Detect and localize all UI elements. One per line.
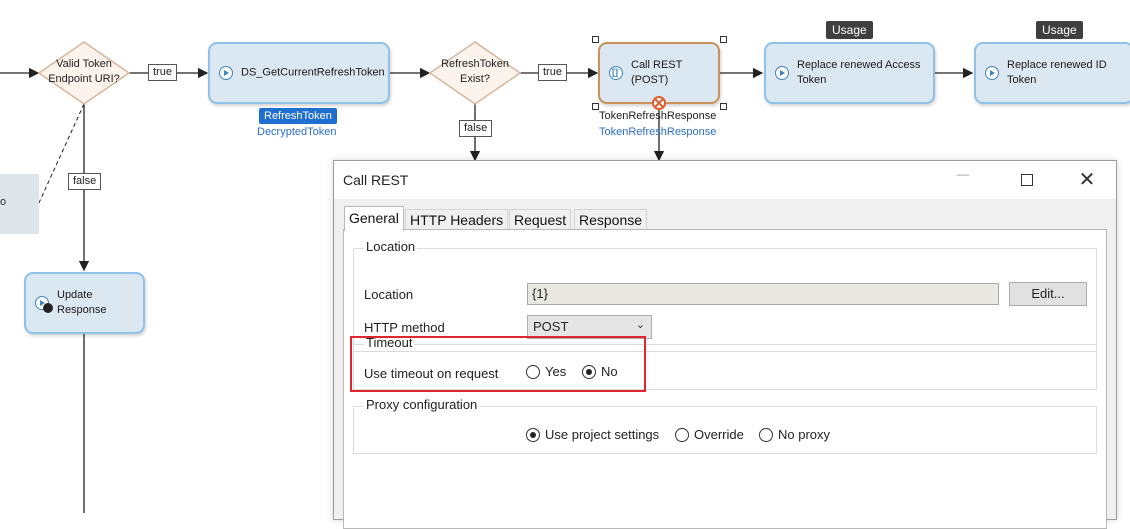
general-panel: Location Location {1} Edit... HTTP metho… xyxy=(343,229,1107,529)
http-method-select[interactable]: POST ⌄ xyxy=(527,315,652,339)
decision2-shape xyxy=(428,41,522,105)
play-icon xyxy=(219,66,233,80)
var-name-decrypted-token: DecryptedToken xyxy=(257,126,337,138)
radio-unchecked-icon xyxy=(526,365,540,379)
microflow-canvas[interactable]: Valid Token Endpoint URI? RefreshToken E… xyxy=(0,0,1130,513)
maximize-icon xyxy=(1021,174,1033,186)
timeout-highlight-box xyxy=(350,336,646,392)
proxy-group-title: Proxy configuration xyxy=(364,397,480,412)
usage-badge-id[interactable]: Usage xyxy=(1036,21,1083,39)
pencil-icon xyxy=(43,303,53,313)
location-field[interactable]: {1} xyxy=(527,283,999,305)
http-method-label: HTTP method xyxy=(364,320,445,335)
action-replace-renewed-access-token[interactable]: Replace renewed Access Token xyxy=(764,42,935,104)
radio-checked-icon xyxy=(582,365,596,379)
proxy-none-radio[interactable]: No proxy xyxy=(759,427,830,442)
edit-button[interactable]: Edit... xyxy=(1009,282,1087,306)
var-badge-refresh-token[interactable]: RefreshToken xyxy=(259,108,337,124)
annotation-link xyxy=(37,103,85,206)
tab-general[interactable]: General xyxy=(344,206,404,231)
edge-label-false-1[interactable]: false xyxy=(68,173,102,190)
resize-handle-bl[interactable] xyxy=(592,103,599,110)
rest-call-icon: [] xyxy=(609,66,623,80)
proxy-project-settings-radio[interactable]: Use project settings xyxy=(526,427,659,442)
chevron-down-icon: ⌄ xyxy=(635,319,645,331)
decision2-label[interactable]: RefreshToken Exist? xyxy=(441,58,509,85)
proxy-override-radio[interactable]: Override xyxy=(675,427,744,442)
resize-handle-br[interactable] xyxy=(720,103,727,110)
error-handler-icon[interactable] xyxy=(652,96,666,110)
call-rest-dialog: Call REST — ✕ General HTTP Headers Reque… xyxy=(333,160,1117,529)
action-ds-get-current-refresh-token[interactable]: DS_GetCurrentRefreshToken xyxy=(208,42,390,104)
radio-unchecked-icon xyxy=(675,428,689,442)
edge-label-false-2[interactable]: false xyxy=(459,120,493,137)
timeout-yes-radio[interactable]: Yes xyxy=(526,364,566,379)
radio-checked-icon xyxy=(526,428,540,442)
timeout-group: Timeout Use timeout on request Yes No xyxy=(353,335,1097,390)
edge-label-true-2[interactable]: true xyxy=(538,64,567,81)
action-call-rest-post[interactable]: [] Call REST (POST) xyxy=(598,42,720,104)
location-label: Location xyxy=(364,287,414,302)
resize-handle-tl[interactable] xyxy=(592,36,599,43)
location-group: Location Location {1} Edit... HTTP metho… xyxy=(353,239,1097,352)
timeout-group-title: Timeout xyxy=(364,335,415,350)
annotation-note[interactable]: o xyxy=(0,174,39,234)
play-icon xyxy=(775,66,789,80)
timeout-no-radio[interactable]: No xyxy=(582,364,618,379)
location-group-title: Location xyxy=(364,239,418,254)
resize-handle-tr[interactable] xyxy=(720,36,727,43)
tab-http-headers[interactable]: HTTP Headers xyxy=(405,209,509,230)
dialog-title: Call REST xyxy=(343,172,409,188)
action-replace-renewed-id-token[interactable]: Replace renewed ID Token xyxy=(974,42,1130,104)
decision1-shape xyxy=(37,41,131,105)
maximize-button[interactable] xyxy=(1012,170,1042,190)
http-method-value: POST xyxy=(533,319,569,334)
play-icon xyxy=(985,66,999,80)
timeout-label: Use timeout on request xyxy=(364,366,499,381)
dialog-titlebar[interactable]: Call REST — ✕ xyxy=(334,161,1116,199)
var-name-token-refresh-response: TokenRefreshResponse xyxy=(599,126,717,138)
flow-edges xyxy=(0,41,974,513)
minimize-button[interactable]: — xyxy=(957,167,969,181)
close-button[interactable]: ✕ xyxy=(1078,169,1096,191)
edge-label-true-1[interactable]: true xyxy=(148,64,177,81)
decision1-label[interactable]: Valid Token Endpoint URI? xyxy=(48,58,120,85)
proxy-group: Proxy configuration Use project settings… xyxy=(353,397,1097,454)
usage-badge-access[interactable]: Usage xyxy=(826,21,873,39)
output-name-token-refresh-response: TokenRefreshResponse xyxy=(599,110,717,122)
action-update-response[interactable]: Update Response xyxy=(24,272,145,334)
tab-response[interactable]: Response xyxy=(574,209,648,230)
tab-request[interactable]: Request xyxy=(509,209,572,230)
radio-unchecked-icon xyxy=(759,428,773,442)
